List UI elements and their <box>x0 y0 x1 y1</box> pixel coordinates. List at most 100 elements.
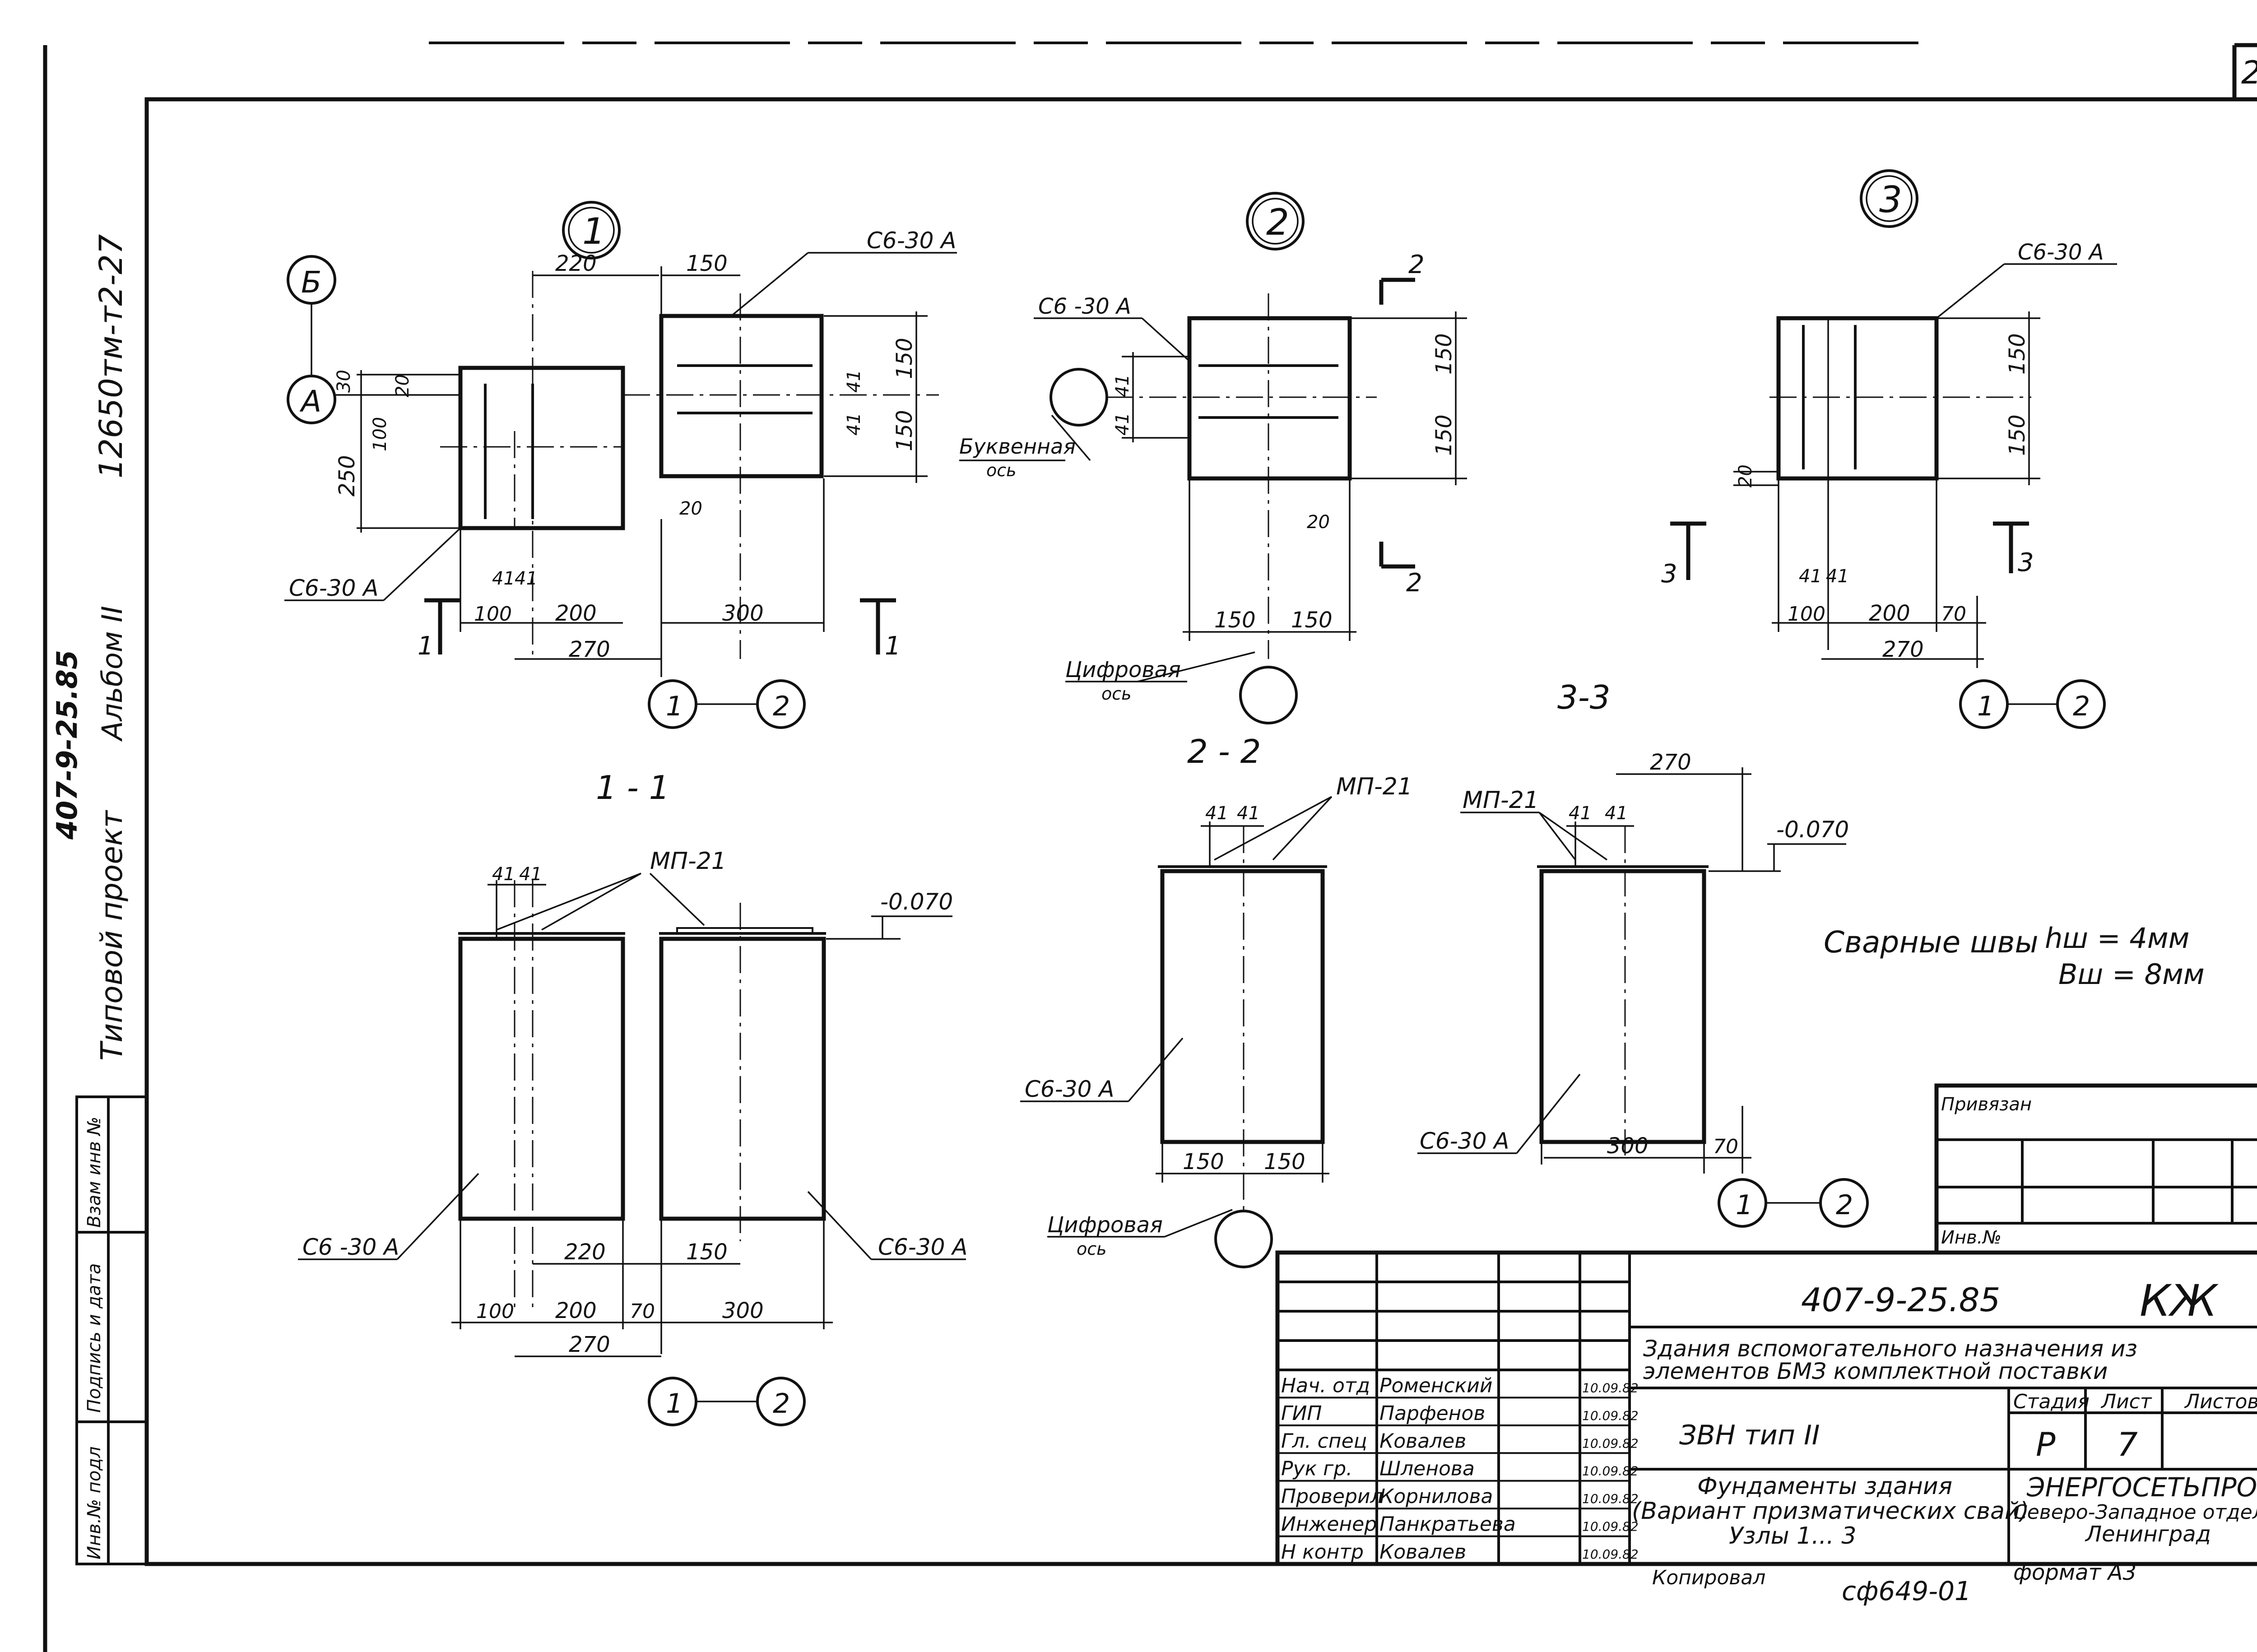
staff-name: Роменский <box>1379 1374 1492 1397</box>
digit-axis-marker <box>1239 666 1298 724</box>
cut-label: 2 <box>1406 568 1422 598</box>
leader-line <box>541 872 641 931</box>
privyazan-inv: Инв.№ <box>1941 1227 2002 1248</box>
mp-label: МП-21 <box>1336 773 1412 800</box>
tb-stage: Р <box>2036 1425 2056 1463</box>
axis-2-marker <box>2056 679 2106 729</box>
page-number: 26 <box>2241 54 2257 91</box>
dim-text: 41 <box>1799 566 1822 587</box>
dim-text: 150 <box>1214 608 1256 633</box>
dim-text: 41 <box>515 568 538 589</box>
tb-org: Северо-Западное отделение <box>2013 1501 2257 1524</box>
axis-1-label: 1 <box>1736 1189 1753 1221</box>
leader-line <box>1128 1037 1184 1102</box>
staff-name: Ковалев <box>1379 1429 1466 1452</box>
digit-axis-label: Цифровая <box>1047 1212 1163 1238</box>
dim-text: 20 <box>392 374 413 397</box>
letter-axis-marker <box>1050 368 1108 427</box>
node-3-column <box>1776 316 1939 481</box>
dim-text: 200 <box>555 1298 597 1323</box>
side-box-sign: Подпись и дата <box>84 1263 105 1413</box>
dim-text: 100 <box>474 603 512 626</box>
dim-text: 270 <box>569 637 610 662</box>
node-1-label-bottom: С6-30 А <box>289 575 379 601</box>
dim-text: 41 <box>1826 566 1849 587</box>
leader-line <box>1214 796 1332 861</box>
section-label: С6-30 А <box>878 1234 968 1260</box>
welds-b: Bш = 8мм <box>2058 958 2205 991</box>
side-number: 407-9-25.85 <box>51 650 84 840</box>
dim-text: 41 <box>492 864 515 885</box>
section-label: С6-30 А <box>1420 1128 1509 1154</box>
mp-label: МП-21 <box>650 848 726 875</box>
tb-org: ЭНЕРГОСЕТЬПРОЕКТ <box>2026 1472 2257 1503</box>
dim-text: 70 <box>1941 603 1966 626</box>
leader-line <box>807 1191 872 1260</box>
axis-2-label: 2 <box>773 691 790 722</box>
dim-text: 41 <box>1112 413 1133 436</box>
side-album: Альбом II <box>96 606 129 742</box>
dim-text: 150 <box>1291 608 1333 633</box>
node-1: 1 Б А 220 150 <box>284 201 957 729</box>
node-3: 3 150 150 20 41 41 100 200 70 270 С6-30 … <box>1661 169 2117 729</box>
dim-text: 150 <box>892 338 917 379</box>
staff-name: Ковалев <box>1379 1541 1466 1564</box>
dim-text: 41 <box>844 413 864 436</box>
dim-text: 220 <box>564 1239 606 1265</box>
node-2-column <box>1187 316 1352 481</box>
tb-order: сф649-01 <box>1842 1576 1971 1606</box>
dim-text: 20 <box>679 498 702 519</box>
title-block-frame <box>1275 1250 2257 1566</box>
privyazan-title: Привязан <box>1941 1094 2032 1115</box>
digit-axis-label: ось <box>1077 1239 1107 1259</box>
node-1-column-left <box>458 366 625 530</box>
dim-text: 41 <box>1605 803 1628 824</box>
section-title-3-3: 3-3 <box>1557 678 1611 716</box>
axis-b-label: Б <box>301 265 321 300</box>
leader-line <box>1272 796 1333 861</box>
axis-2-marker <box>1819 1178 1869 1228</box>
staff-date: 10.09.82 <box>1582 1380 1639 1395</box>
tb-org: Ленинград <box>2085 1522 2211 1547</box>
leader-line <box>396 1173 479 1260</box>
dim-text: 150 <box>686 1239 728 1265</box>
node-3-marker-inner <box>1866 175 1913 222</box>
dim-text: 41 <box>1237 803 1260 824</box>
section-label: С6 -30 А <box>302 1234 399 1260</box>
dim-text: 150 <box>1431 414 1457 456</box>
axis-2-label: 2 <box>1836 1189 1853 1221</box>
side-code: 12650тм-т2-27 <box>93 234 130 478</box>
dim-text: 41 <box>1205 803 1228 824</box>
staff-role: Гл. спец <box>1281 1429 1367 1452</box>
tb-mark: КЖ <box>2140 1276 2219 1326</box>
side-box-inv: Инв.№ подл <box>84 1446 105 1559</box>
node-3-marker <box>1860 169 1918 228</box>
elevation-label: -0.070 <box>1776 817 1849 843</box>
dim-text: 300 <box>722 601 764 626</box>
cut-label: 3 <box>2018 548 2034 577</box>
tb-copied: Копировал <box>1652 1566 1765 1589</box>
node-2-marker <box>1246 192 1305 251</box>
tb-sheet-header: Лист <box>2100 1390 2152 1413</box>
tb-building: Здания вспомогательного назначения из <box>1643 1336 2137 1362</box>
cut-label: 1 <box>885 631 901 661</box>
letter-axis-label: ось <box>986 460 1017 480</box>
node-1-marker-inner <box>568 207 615 254</box>
node-1-number: 1 <box>582 210 605 252</box>
dim-text: 70 <box>1713 1135 1738 1158</box>
leader-line <box>1936 263 2005 319</box>
tb-desc: Узлы 1... 3 <box>1729 1522 1856 1550</box>
tb-building: элементов БМЗ комплектной поставки <box>1643 1358 2108 1384</box>
tb-sheet: 7 <box>2117 1425 2138 1463</box>
dim-text: 20 <box>1307 512 1330 533</box>
node-1-marker <box>562 201 621 260</box>
section-title-1-1: 1 - 1 <box>596 769 669 807</box>
dim-text: 100 <box>476 1300 514 1323</box>
staff-date: 10.09.82 <box>1582 1547 1639 1562</box>
side-project: Типовой проект <box>94 809 129 1061</box>
drawing-frame <box>144 97 2257 1566</box>
dim-text: 150 <box>2005 333 2030 375</box>
staff-name: Панкратьева <box>1379 1513 1516 1536</box>
dim-text: 150 <box>1431 333 1457 375</box>
